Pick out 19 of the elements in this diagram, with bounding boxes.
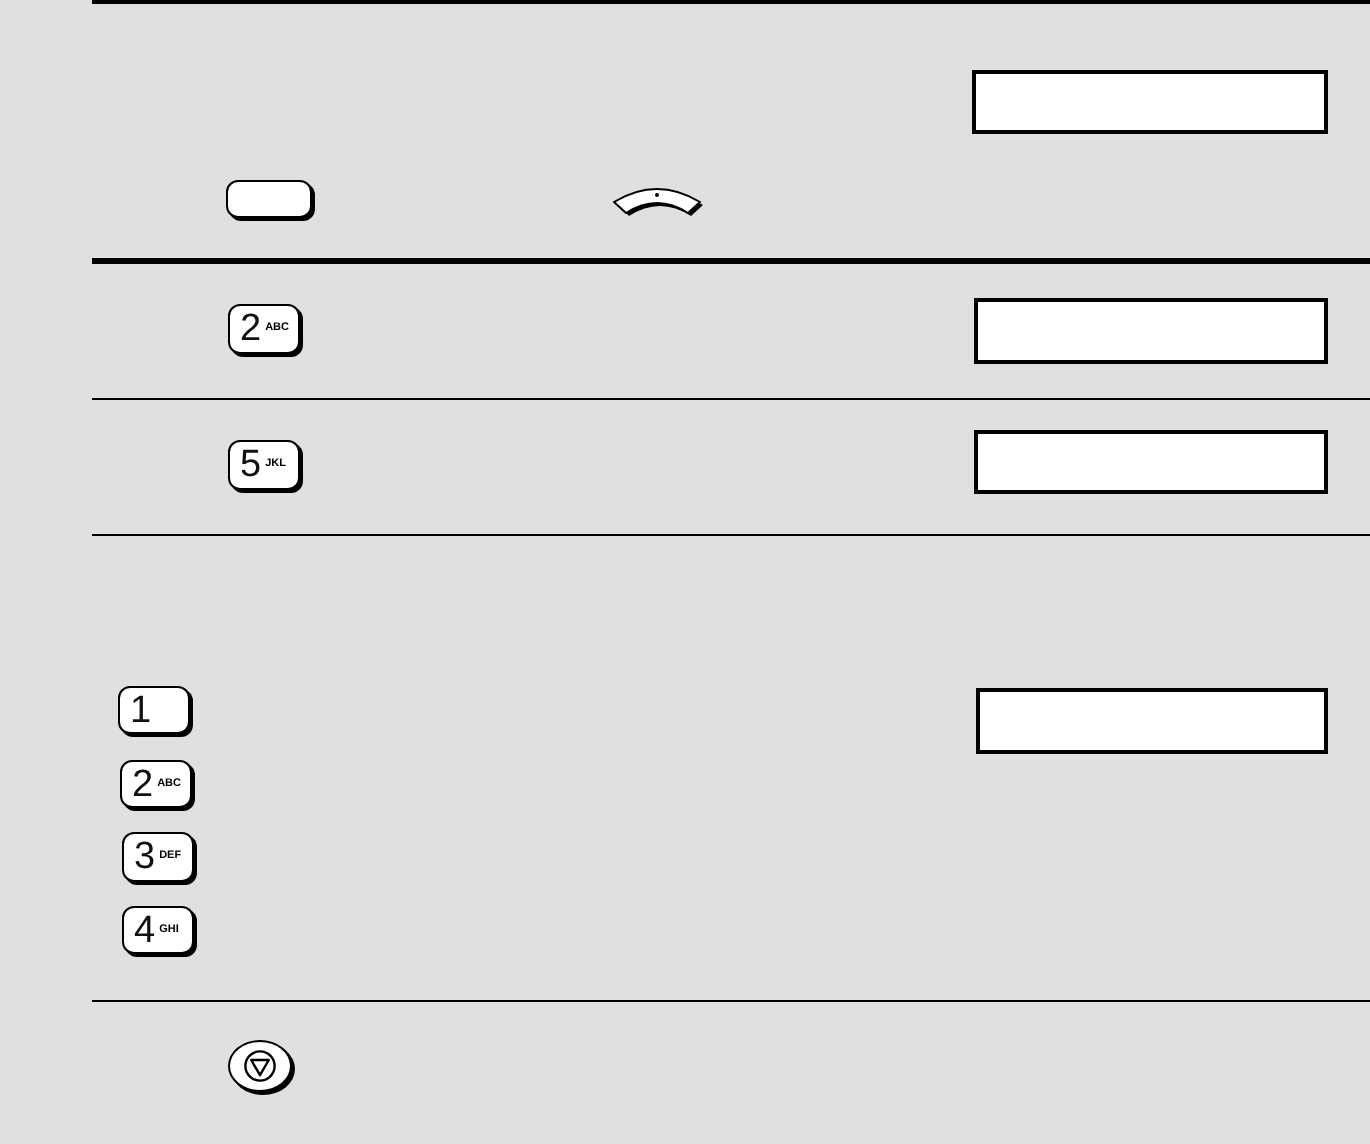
key-digit: 2: [240, 310, 262, 348]
round-key: [228, 1040, 292, 1092]
key-digit: 5: [240, 446, 262, 484]
keypad-key: [228, 304, 300, 354]
key-digit: 4: [134, 911, 156, 949]
key-digit: 1: [130, 691, 152, 729]
key-digit: 3: [134, 838, 156, 876]
blank-key: [226, 180, 312, 218]
lcd-display: [972, 70, 1328, 134]
keypad-key: [122, 832, 194, 882]
keypad-key: [228, 440, 300, 490]
lcd-display: [974, 430, 1328, 494]
curved-key: [612, 182, 706, 218]
keypad-key: [118, 686, 190, 734]
keypad-key: [122, 906, 194, 954]
lcd-display: [976, 688, 1328, 754]
lcd-display: [974, 298, 1328, 364]
keypad-key: [120, 760, 192, 808]
key-digit: 2: [132, 765, 154, 803]
